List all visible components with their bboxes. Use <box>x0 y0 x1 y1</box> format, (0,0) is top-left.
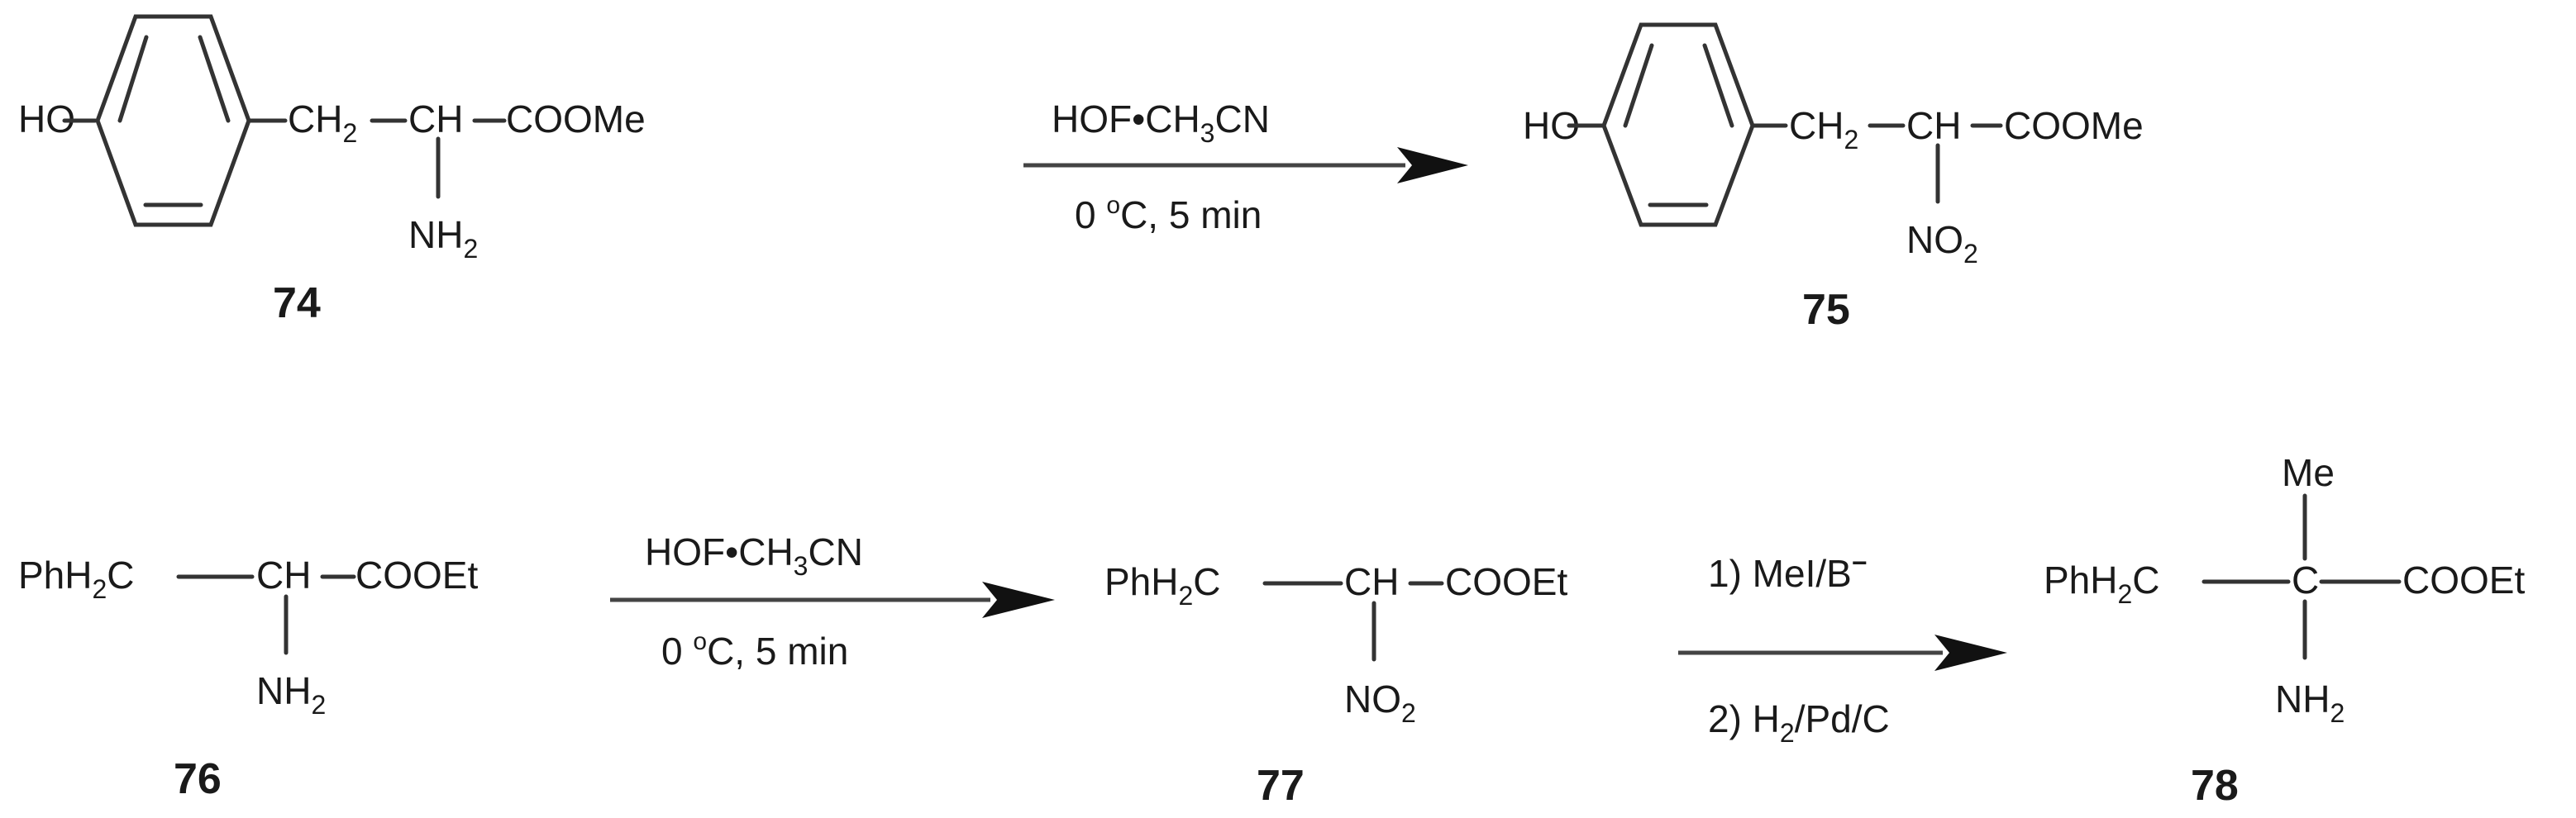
ring-double-bond <box>1623 43 1654 128</box>
amine-label: NH2 <box>2275 678 2345 728</box>
ester-label: COOEt <box>1445 560 1567 603</box>
amine-label: NH2 <box>408 213 478 264</box>
benzene-ring <box>1601 22 1755 227</box>
reagent-label: HOF•CH3CN <box>645 530 863 581</box>
reaction-arrow-2: HOF•CH3CN 0 oC, 5 min <box>610 530 1055 673</box>
alpha-carbon-label: CH <box>408 97 463 140</box>
ring-double-bond <box>198 35 231 123</box>
alpha-carbon-label: CH <box>1344 560 1399 603</box>
compound-75: HO CH2 CH COOMe NO2 75 <box>1523 22 2144 334</box>
compound-74: HO CH2 CH COOMe NH2 74 <box>18 14 646 327</box>
methylene-label: CH2 <box>288 97 357 148</box>
ester-label: COOEt <box>2402 559 2525 602</box>
amine-label: NH2 <box>256 669 326 720</box>
benzyl-label: PhH2C <box>2044 559 2160 609</box>
alpha-carbon-label: CH <box>256 554 311 597</box>
compound-77: PhH2C CH COOEt NO2 77 <box>1104 560 1567 810</box>
compound-number-76: 76 <box>174 755 222 803</box>
benzyl-label: PhH2C <box>18 554 135 604</box>
compound-76: PhH2C CH COOEt NH2 76 <box>18 554 478 803</box>
step-1-label: 1) MeI/B− <box>1708 548 1868 595</box>
alpha-carbon-label: CH <box>1906 104 1961 147</box>
conditions-label: 0 oC, 5 min <box>661 628 848 673</box>
methylene-label: CH2 <box>1789 104 1858 155</box>
arrow-head <box>982 582 1055 618</box>
compound-78: Me PhH2C C COOEt NH2 78 <box>2044 451 2525 810</box>
arrow-head <box>1934 635 2007 671</box>
reagent-label: HOF•CH3CN <box>1052 97 1270 148</box>
nitro-label: NO2 <box>1344 678 1416 728</box>
methyl-label: Me <box>2282 451 2335 494</box>
conditions-label: 0 oC, 5 min <box>1075 192 1262 236</box>
compound-number-75: 75 <box>1802 286 1850 334</box>
ring-double-bond <box>1702 43 1734 128</box>
compound-number-74: 74 <box>273 279 321 327</box>
benzyl-label: PhH2C <box>1104 560 1221 611</box>
ester-label: COOMe <box>506 97 646 140</box>
arrow-head <box>1397 147 1468 183</box>
nitro-label: NO2 <box>1906 218 1978 269</box>
compound-number-78: 78 <box>2191 762 2239 810</box>
reaction-arrow-1: HOF•CH3CN 0 oC, 5 min <box>1023 97 1468 236</box>
reaction-arrow-3: 1) MeI/B− 2) H2/Pd/C <box>1678 548 2007 748</box>
ring-double-bond <box>117 35 149 123</box>
compound-number-77: 77 <box>1257 762 1305 810</box>
step-2-label: 2) H2/Pd/C <box>1708 697 1890 748</box>
ester-label: COOMe <box>2004 104 2144 147</box>
benzene-ring <box>95 14 251 227</box>
ester-label: COOEt <box>355 554 478 597</box>
quaternary-carbon-label: C <box>2292 559 2319 602</box>
